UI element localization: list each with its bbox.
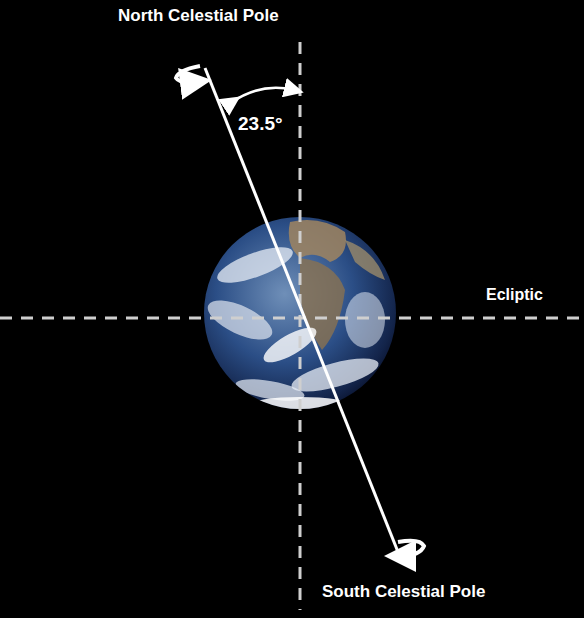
ecliptic-line	[0, 317, 584, 320]
ecliptic-label: Ecliptic	[486, 286, 543, 304]
rotation-axis	[205, 68, 402, 562]
rotation-arrow	[398, 541, 424, 556]
pole-label: South Celestial Pole	[322, 582, 485, 602]
angle-label: 23.5°	[238, 113, 283, 135]
vertical-reference	[299, 42, 302, 610]
rotation-arrow	[176, 66, 200, 83]
angle-arc	[232, 88, 294, 102]
pole-label: North Celestial Pole	[118, 6, 279, 26]
